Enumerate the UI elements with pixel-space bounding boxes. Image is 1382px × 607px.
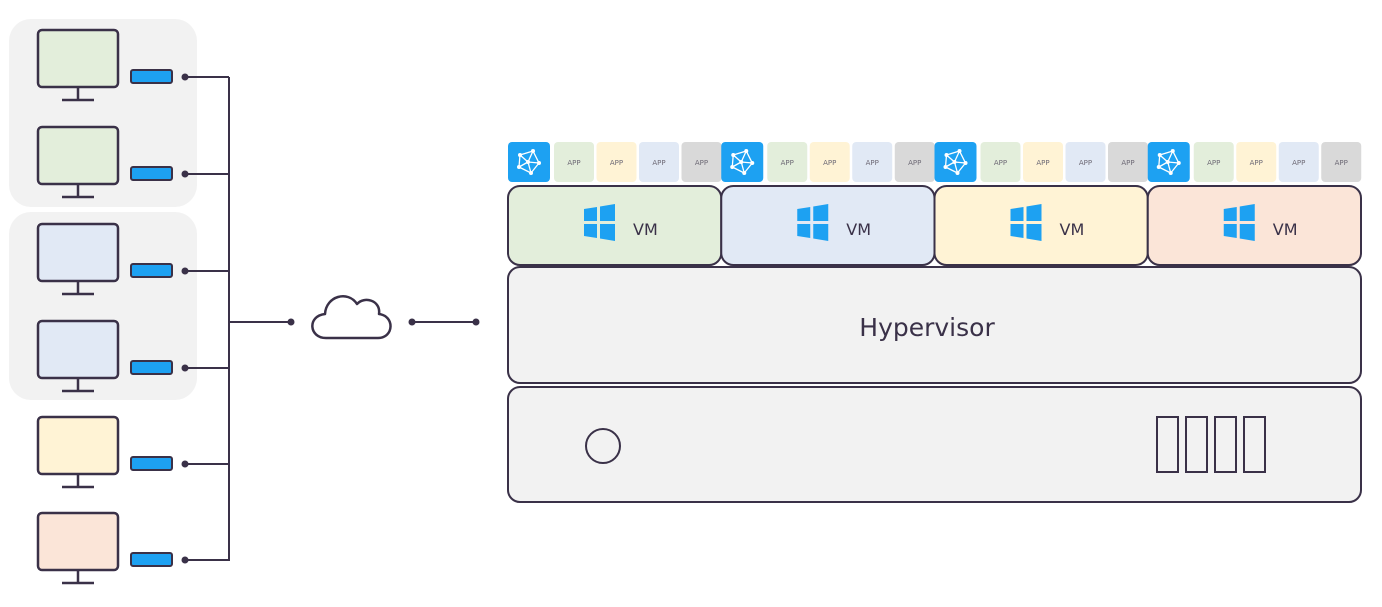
- app-tile-label: APP: [695, 159, 708, 167]
- network-node-icon: [934, 142, 977, 182]
- hypervisor-layer: Hypervisor: [507, 266, 1362, 384]
- network-node-icon: [1147, 142, 1190, 182]
- thin-client-icon: [130, 166, 173, 181]
- windows-logo-icon: [797, 204, 829, 241]
- thin-client-icon: [130, 69, 173, 84]
- power-button-icon: [585, 428, 621, 464]
- client-workstation: [36, 415, 229, 489]
- drive-bay-icon: [1156, 416, 1179, 473]
- client-workstation: [36, 222, 229, 296]
- vm-label: VM: [1273, 220, 1298, 239]
- app-tile-label: APP: [994, 159, 1007, 167]
- app-tile: APP: [1278, 142, 1319, 182]
- client-workstation: [36, 511, 229, 585]
- thin-client-icon: [130, 552, 173, 567]
- hypervisor-label: Hypervisor: [859, 313, 995, 342]
- monitor-icon: [36, 222, 120, 283]
- app-tile-label: APP: [781, 159, 794, 167]
- vm-label: VM: [1060, 220, 1085, 239]
- connector-dot: [287, 318, 295, 326]
- monitor-icon: [36, 415, 120, 476]
- app-tile-label: APP: [908, 159, 921, 167]
- monitor-icon: [36, 28, 120, 89]
- app-tile: APP: [596, 142, 637, 182]
- monitor-icon: [36, 319, 120, 380]
- app-tile-label: APP: [1292, 159, 1305, 167]
- app-tile: APP: [852, 142, 893, 182]
- app-tile: APP: [1108, 142, 1148, 182]
- app-tile: APP: [1236, 142, 1277, 182]
- client-workstation: [36, 125, 229, 199]
- app-tile-label: APP: [823, 159, 836, 167]
- windows-logo-icon: [1223, 204, 1255, 241]
- vm-box: VM: [507, 185, 723, 266]
- cloud-icon: [311, 295, 392, 340]
- app-tile-label: APP: [610, 159, 623, 167]
- app-tile: APP: [1193, 142, 1234, 182]
- vm-label: VM: [633, 220, 658, 239]
- app-tile: APP: [894, 142, 935, 182]
- app-tile-label: APP: [1335, 159, 1348, 167]
- windows-logo-icon: [1010, 204, 1042, 241]
- drive-bay-icon: [1185, 416, 1208, 473]
- physical-server: [507, 386, 1362, 503]
- connector-dot: [472, 318, 480, 326]
- app-tile-label: APP: [1121, 159, 1134, 167]
- app-tile-label: APP: [866, 159, 879, 167]
- thin-client-icon: [130, 456, 173, 471]
- windows-logo-icon: [584, 204, 615, 241]
- app-tile: APP: [1065, 142, 1106, 182]
- app-tile: APP: [639, 142, 679, 182]
- app-tile-label: APP: [1079, 159, 1092, 167]
- network-node-icon: [721, 142, 764, 182]
- vm-box: VM: [720, 185, 936, 266]
- client-workstation: [36, 28, 229, 102]
- app-tile-label: APP: [1207, 159, 1220, 167]
- app-tile: APP: [681, 142, 722, 182]
- vm-box: VM: [933, 185, 1149, 266]
- thin-client-icon: [130, 263, 173, 278]
- app-tile: APP: [767, 142, 808, 182]
- monitor-icon: [36, 511, 120, 572]
- app-tile-label: APP: [567, 159, 580, 167]
- app-tile: APP: [980, 142, 1021, 182]
- app-tile: APP: [554, 142, 594, 182]
- thin-client-icon: [130, 360, 173, 375]
- drive-bay-icon: [1214, 416, 1237, 473]
- app-tile-label: APP: [652, 159, 665, 167]
- vm-box: VM: [1146, 185, 1362, 266]
- app-tile-label: APP: [1250, 159, 1263, 167]
- vm-label: VM: [846, 220, 871, 239]
- drive-bay-icon: [1243, 416, 1266, 473]
- client-workstation: [36, 319, 229, 393]
- app-tile: APP: [809, 142, 850, 182]
- app-tile: APP: [1321, 142, 1362, 182]
- network-node-icon: [508, 142, 550, 182]
- app-tile-label: APP: [1036, 159, 1049, 167]
- monitor-icon: [36, 125, 120, 186]
- app-tile: APP: [1023, 142, 1063, 182]
